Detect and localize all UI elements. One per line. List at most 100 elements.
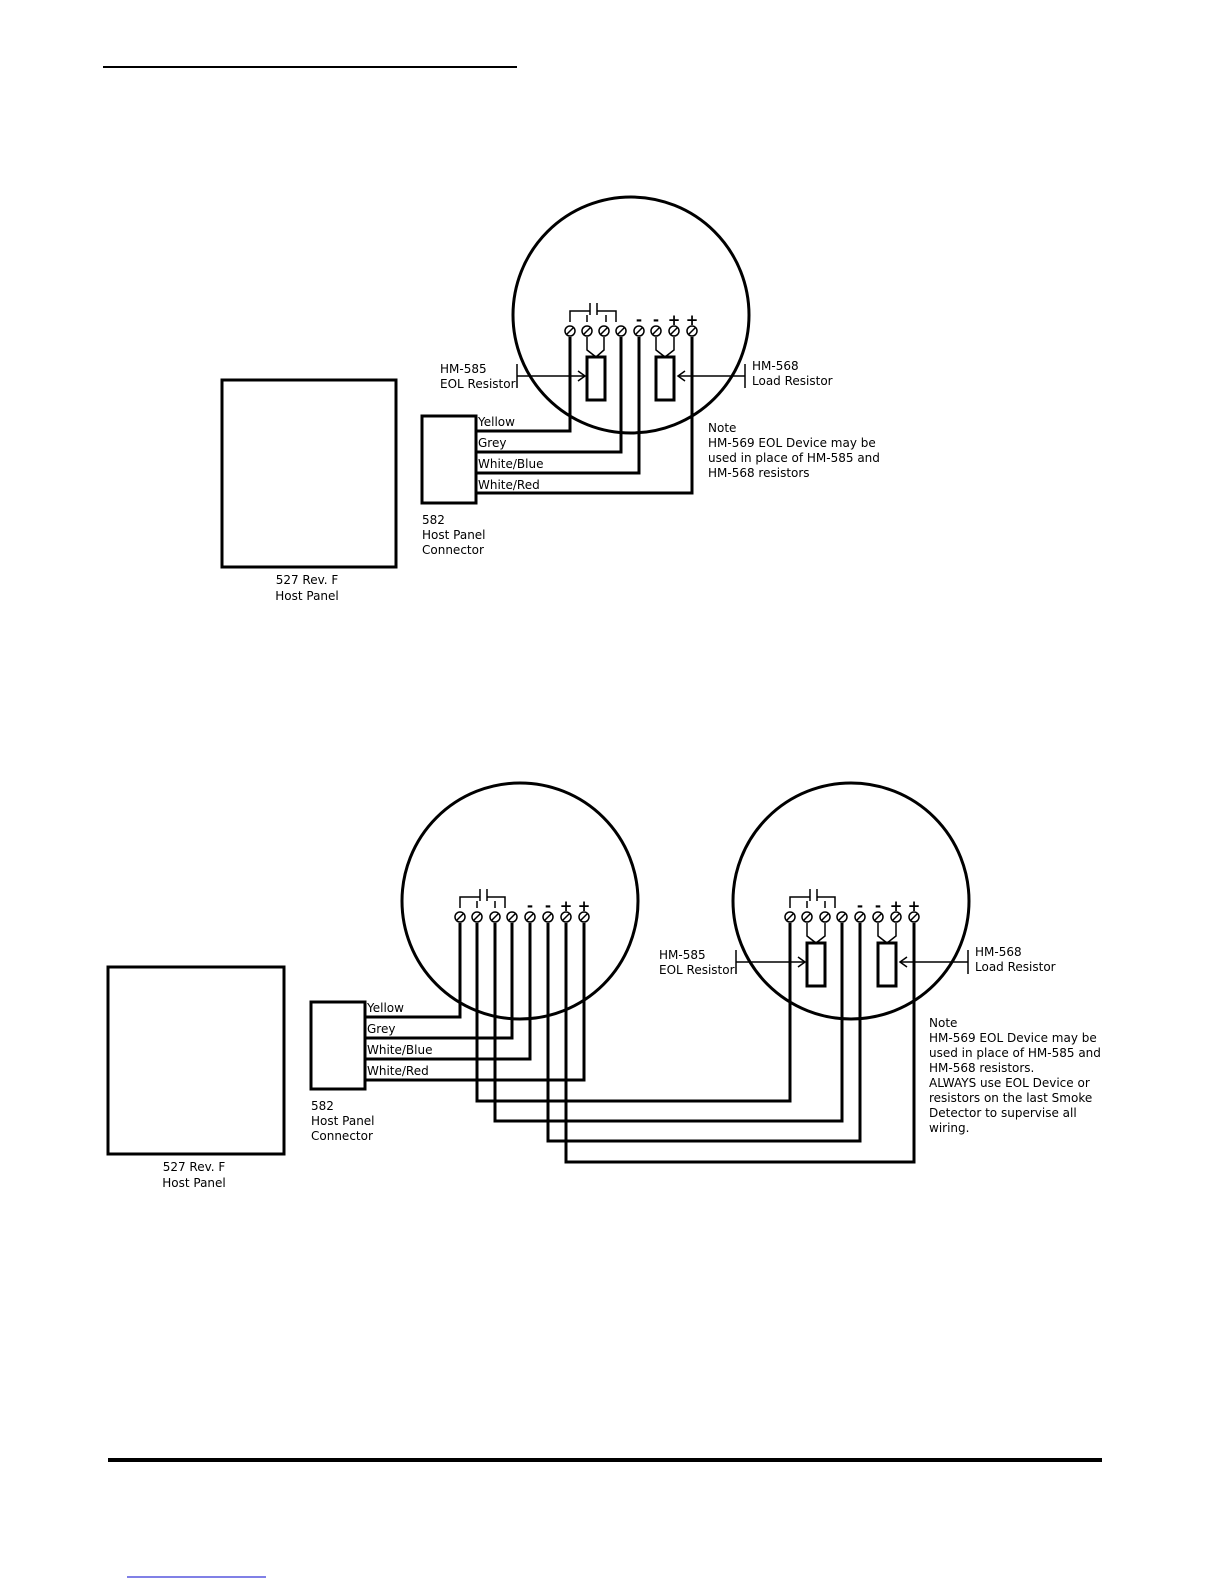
terminal-screw	[633, 325, 645, 337]
terminal-screw	[581, 325, 593, 337]
polarity-mark: -	[545, 897, 551, 915]
eol-label-line2: EOL Resistor	[659, 963, 735, 977]
load-label-line1: HM-568	[975, 945, 1022, 959]
connector-label-line1: 582	[422, 513, 445, 527]
host-panel-label-line1: 527 Rev. F	[276, 573, 339, 587]
terminal-screw	[908, 911, 920, 923]
terminal-screw	[836, 911, 848, 923]
terminal-screw	[542, 911, 554, 923]
polarity-mark: +	[668, 311, 681, 329]
eol-label-line2: EOL Resistor	[440, 377, 516, 391]
terminal-screw	[615, 325, 627, 337]
note-line2: HM-569 EOL Device may be	[929, 1031, 1097, 1045]
load-resistor	[654, 337, 676, 402]
note-line4: HM-568 resistors	[708, 466, 810, 480]
polarity-mark: +	[578, 897, 591, 915]
load-callout-arrowhead	[676, 370, 686, 382]
smoke-detector-circle-1	[400, 781, 640, 1021]
polarity-mark: +	[686, 311, 699, 329]
load-callout-arrowhead	[898, 956, 908, 968]
terminal-screw	[686, 325, 698, 337]
terminal-strip	[784, 911, 920, 923]
field-wiring	[476, 337, 694, 495]
terminal-screw	[668, 325, 680, 337]
relay-contact-symbol	[569, 303, 617, 322]
polarity-mark: -	[636, 311, 642, 329]
note-line6: resistors on the last Smoke	[929, 1091, 1092, 1105]
polarity-mark: +	[560, 897, 573, 915]
wire-label-yellow: Yellow	[366, 1001, 404, 1015]
terminal-screw	[506, 911, 518, 923]
polarity-mark: -	[875, 897, 881, 915]
terminal-screw	[872, 911, 884, 923]
wire-label-white-blue: White/Blue	[367, 1043, 433, 1057]
terminal-screw	[454, 911, 466, 923]
connector-label-line3: Connector	[422, 543, 484, 557]
wire-label-grey: Grey	[367, 1022, 395, 1036]
terminal-screw	[890, 911, 902, 923]
terminal-strip	[564, 325, 698, 337]
load-label-line2: Load Resistor	[975, 960, 1056, 974]
terminal-screw	[819, 911, 831, 923]
terminal-screw	[524, 911, 536, 923]
note-line1: Note	[929, 1016, 957, 1030]
connector-box	[309, 1000, 367, 1091]
eol-callout-arrowhead	[577, 370, 587, 382]
connector-label-line2: Host Panel	[422, 528, 486, 542]
polarity-mark: -	[653, 311, 659, 329]
host-panel-label-line1: 527 Rev. F	[163, 1160, 226, 1174]
note-line1: Note	[708, 421, 736, 435]
terminal-screw	[489, 911, 501, 923]
polarity-mark: +	[890, 897, 903, 915]
connector-label-line1: 582	[311, 1099, 334, 1113]
terminal-screw	[801, 911, 813, 923]
note-line2: HM-569 EOL Device may be	[708, 436, 876, 450]
eol-callout-arrowhead	[797, 956, 807, 968]
wire-label-white-blue: White/Blue	[478, 457, 544, 471]
connector-box	[420, 414, 478, 505]
polarity-mark: -	[857, 897, 863, 915]
terminal-strip	[454, 911, 590, 923]
host-panel-box	[106, 965, 286, 1156]
wire-label-yellow: Yellow	[477, 415, 515, 429]
diagram-two-detectors: 527 Rev. F Host Panel 582 Host Panel Con…	[106, 781, 1101, 1190]
terminal-screw	[564, 325, 576, 337]
wire-label-grey: Grey	[478, 436, 506, 450]
wire-label-white-red: White/Red	[478, 478, 540, 492]
smoke-detector-circle	[511, 195, 751, 435]
eol-resistor	[805, 923, 827, 988]
terminal-screw	[471, 911, 483, 923]
load-resistor	[876, 923, 898, 988]
diagram-single-detector: 527 Rev. F Host Panel 582 Host Panel Con…	[220, 195, 880, 603]
smoke-detector-circle-2	[731, 781, 971, 1021]
host-panel-label-line2: Host Panel	[275, 589, 339, 603]
wire-label-white-red: White/Red	[367, 1064, 429, 1078]
host-panel-box	[220, 378, 398, 569]
eol-label-line1: HM-585	[440, 362, 487, 376]
load-label-line1: HM-568	[752, 359, 799, 373]
note-line3: used in place of HM-585 and	[708, 451, 880, 465]
eol-label-line1: HM-585	[659, 948, 706, 962]
terminal-screw	[854, 911, 866, 923]
polarity-mark: +	[908, 897, 921, 915]
eol-resistor	[585, 337, 607, 402]
note-line7: Detector to supervise all	[929, 1106, 1077, 1120]
note-line8: wiring.	[929, 1121, 969, 1135]
connector-label-line2: Host Panel	[311, 1114, 375, 1128]
note-line3: used in place of HM-585 and	[929, 1046, 1101, 1060]
connector-label-line3: Connector	[311, 1129, 373, 1143]
field-wiring	[365, 923, 916, 1164]
note-line4: HM-568 resistors.	[929, 1061, 1034, 1075]
terminal-screw	[650, 325, 662, 337]
terminal-screw	[784, 911, 796, 923]
polarity-mark: -	[527, 897, 533, 915]
note-line5: ALWAYS use EOL Device or	[929, 1076, 1090, 1090]
relay-contact-symbol	[459, 889, 506, 908]
relay-contact-symbol	[789, 889, 836, 908]
terminal-screw	[578, 911, 590, 923]
terminal-screw	[598, 325, 610, 337]
load-label-line2: Load Resistor	[752, 374, 833, 388]
terminal-screw	[560, 911, 572, 923]
host-panel-label-line2: Host Panel	[162, 1176, 226, 1190]
